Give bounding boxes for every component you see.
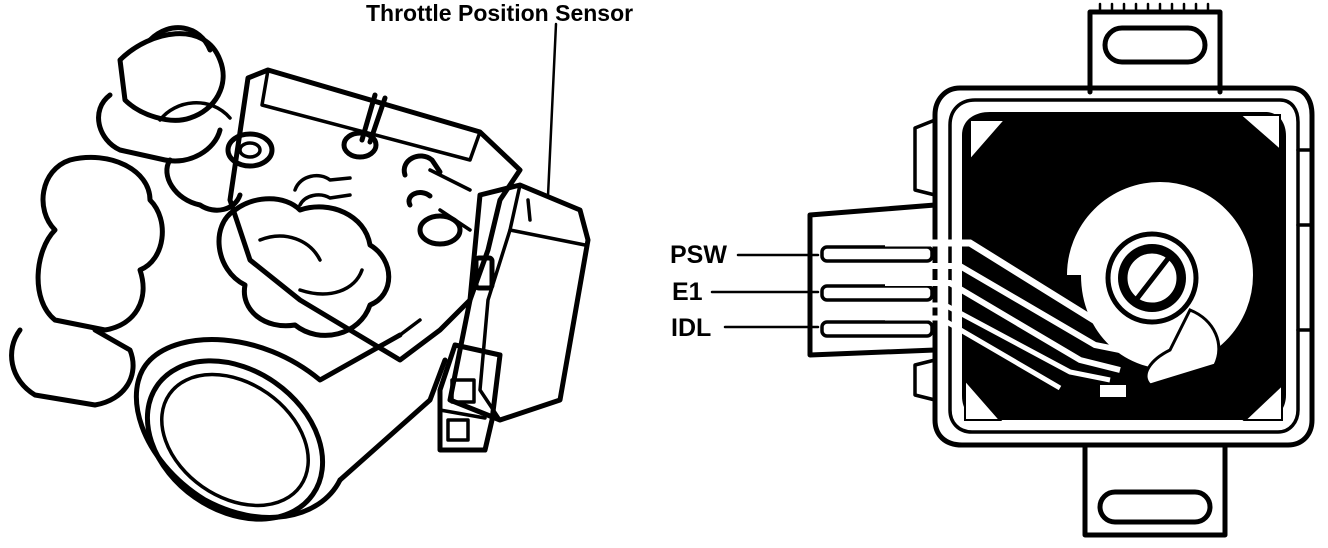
terminal-label-psw: PSW [670, 241, 727, 269]
throttle-body-illustration [9, 25, 591, 522]
terminal-labels: PSW E1 IDL [670, 241, 820, 342]
sensor-leader-line [546, 22, 558, 198]
terminal-label-e1: E1 [672, 278, 703, 306]
sensor-label: Throttle Position Sensor [366, 0, 633, 26]
terminal-label-idl: IDL [671, 314, 711, 342]
sensor-face-illustration [807, 2, 1315, 538]
